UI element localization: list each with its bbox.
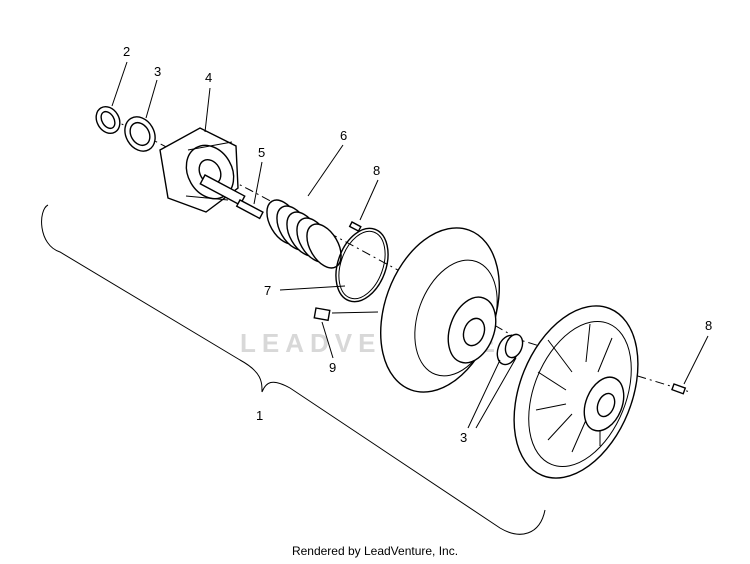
callout-2: 2 [123,44,130,59]
set-screw [313,307,379,322]
callout-9: 9 [329,360,336,375]
washer-upper [124,116,156,152]
bushing-lower [496,333,524,366]
cam-spider [159,127,246,213]
callout-7: 7 [264,283,271,298]
callout-5: 5 [258,145,265,160]
pin [235,199,264,220]
assembly-bracket [41,204,546,535]
callout-8-upper: 8 [373,163,380,178]
callout-4: 4 [205,70,212,85]
stationary-sheave [513,305,639,479]
spring [266,199,342,269]
callout-8-lower: 8 [705,318,712,333]
screw-upper [348,221,362,233]
callout-6: 6 [340,128,347,143]
callout-1: 1 [256,408,263,423]
moveable-sheave [380,227,500,393]
callout-3-upper: 3 [154,64,161,79]
retaining-ring [335,227,389,303]
footer-credit: Rendered by LeadVenture, Inc. [291,544,459,558]
screw-lower [671,383,687,395]
callout-3-lower: 3 [460,430,467,445]
leader-lines [111,61,709,429]
snap-ring [95,105,121,135]
